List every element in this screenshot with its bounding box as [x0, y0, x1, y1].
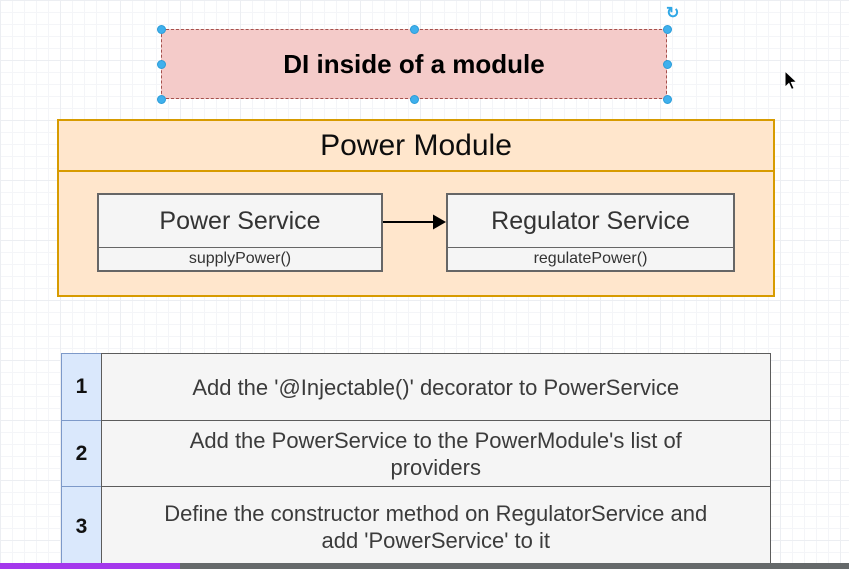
class-method: regulatePower() — [533, 250, 648, 267]
selection-handle-top-right[interactable] — [662, 24, 672, 34]
class-shape-power-service[interactable]: Power Service supplyPower() — [97, 193, 383, 272]
row-text-cell: Define the constructor method on Regulat… — [100, 485, 771, 569]
title-shape-label: DI inside of a module — [283, 48, 545, 79]
row-number-cell: 3 — [61, 485, 102, 569]
row-text-cell: Add the PowerService to the PowerModule'… — [100, 419, 771, 488]
selection-handle-middle-right[interactable] — [662, 59, 672, 69]
class-name: Regulator Service — [448, 195, 733, 248]
class-method: supplyPower() — [188, 250, 292, 267]
progress-bar-track[interactable] — [0, 563, 849, 569]
steps-table[interactable]: 1 Add the '@Injectable()' decorator to P… — [61, 353, 771, 569]
power-module-title: Power Module — [59, 121, 773, 172]
table-row[interactable]: 3 Define the constructor method on Regul… — [61, 485, 771, 569]
row-number-cell: 1 — [61, 353, 102, 422]
row-number-cell: 2 — [61, 419, 102, 488]
selection-handle-top-center[interactable] — [409, 24, 419, 34]
row-text-cell: Add the '@Injectable()' decorator to Pow… — [100, 353, 771, 422]
selection-handle-middle-left[interactable] — [156, 59, 166, 69]
selection-handle-bottom-right[interactable] — [662, 94, 672, 104]
table-row[interactable]: 1 Add the '@Injectable()' decorator to P… — [61, 353, 771, 422]
title-shape[interactable]: DI inside of a module — [161, 29, 667, 99]
connector-arrow[interactable] — [383, 210, 447, 234]
rotate-handle-icon[interactable]: ↻ — [666, 5, 680, 22]
mouse-cursor-icon — [784, 70, 798, 91]
table-row[interactable]: 2 Add the PowerService to the PowerModul… — [61, 419, 771, 488]
class-name: Power Service — [99, 195, 381, 248]
selection-handle-bottom-center[interactable] — [409, 94, 419, 104]
selection-handle-bottom-left[interactable] — [156, 94, 166, 104]
power-module-shape[interactable]: Power Module Power Service supplyPower()… — [57, 119, 775, 297]
progress-bar-fill — [0, 563, 180, 569]
class-shape-regulator-service[interactable]: Regulator Service regulatePower() — [446, 193, 735, 272]
selection-handle-top-left[interactable] — [156, 24, 166, 34]
